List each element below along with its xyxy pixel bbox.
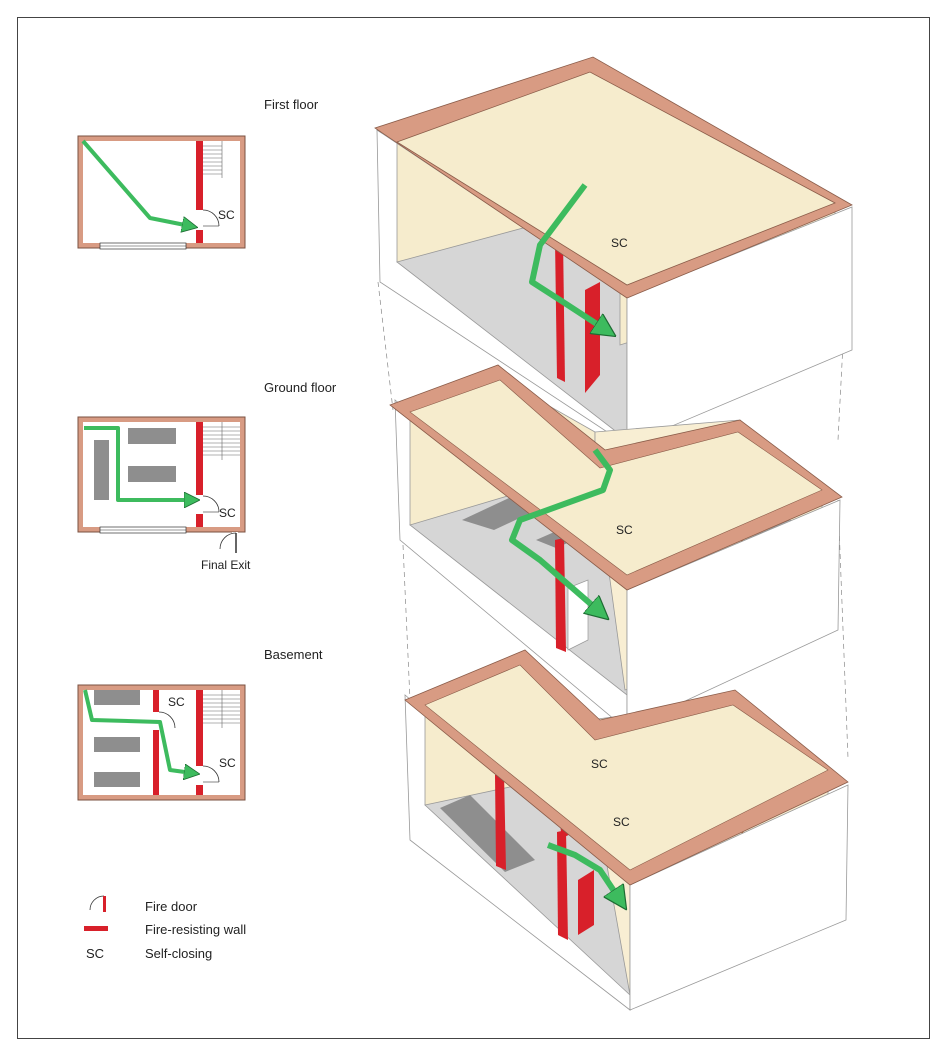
- plan-fire-wall: [196, 514, 203, 527]
- plan-stairs: [203, 690, 240, 728]
- plan-stairs: [203, 141, 223, 178]
- escape-route-arrow: [83, 689, 192, 773]
- basement-plan-sc-bottom: SC: [219, 756, 236, 770]
- first-floor-iso-sc: SC: [611, 236, 628, 250]
- final-exit-door-icon: [219, 532, 237, 550]
- fire-door-icon: [89, 895, 105, 911]
- fire-door-icon: [202, 495, 220, 513]
- legend-self-closing: Self-closing: [145, 946, 213, 961]
- escape-route-arrow: [81, 139, 190, 226]
- legend-fire-wall: Fire-resisting wall: [145, 922, 247, 937]
- plan-fire-wall: [153, 690, 159, 712]
- plan-fire-wall: [153, 730, 159, 795]
- iso-desk: [440, 795, 535, 872]
- basement-iso-sc-top: SC: [591, 757, 608, 771]
- plan-fire-wall: [196, 690, 203, 766]
- iso-ground-floor: [389, 364, 843, 731]
- basement-title: Basement: [264, 647, 323, 662]
- plan-desk: [94, 440, 109, 500]
- basement-plan-sc-top: SC: [168, 695, 185, 709]
- escape-route-arrow: [84, 426, 192, 500]
- fire-door-icon: [202, 765, 220, 783]
- first-floor-plan-sc: SC: [218, 208, 235, 222]
- first-floor-title: First floor: [264, 97, 319, 112]
- ground-floor-title: Ground floor: [264, 380, 337, 395]
- fire-door-icon: [158, 711, 176, 729]
- escape-route-arrow: [546, 842, 620, 900]
- plan-fire-wall: [196, 785, 203, 795]
- escape-route-arrow: [509, 448, 613, 612]
- plan-desk: [94, 690, 140, 705]
- ground-floor-plan-sc: SC: [219, 506, 236, 520]
- plan-fire-wall: [196, 230, 203, 243]
- iso-basement: [404, 649, 849, 1011]
- plan-ground-floor: [77, 416, 246, 553]
- fire-wall-icon: [84, 926, 108, 931]
- fire-door-icon: [103, 896, 106, 912]
- basement-iso-sc-bottom: SC: [613, 815, 630, 829]
- plan-desk: [128, 466, 176, 482]
- fire-door-icon: [202, 209, 220, 227]
- plan-desk: [94, 737, 140, 752]
- plan-basement: [77, 684, 246, 801]
- plan-desk: [128, 428, 176, 444]
- plan-desk: [94, 772, 140, 787]
- ground-floor-iso-sc: SC: [616, 523, 633, 537]
- legend-symbols: [84, 895, 108, 931]
- plan-fire-wall: [196, 141, 203, 210]
- iso-first-floor: [374, 56, 853, 446]
- plan-stairs: [203, 422, 240, 460]
- escape-route-arrow: [529, 183, 606, 330]
- diagram-frame: [17, 17, 930, 1039]
- legend-sc-key: SC: [86, 946, 105, 961]
- final-exit-label: Final Exit: [201, 558, 251, 572]
- plan-first-floor: [77, 135, 246, 250]
- legend-fire-door: Fire door: [145, 899, 198, 914]
- plan-fire-wall: [196, 422, 203, 495]
